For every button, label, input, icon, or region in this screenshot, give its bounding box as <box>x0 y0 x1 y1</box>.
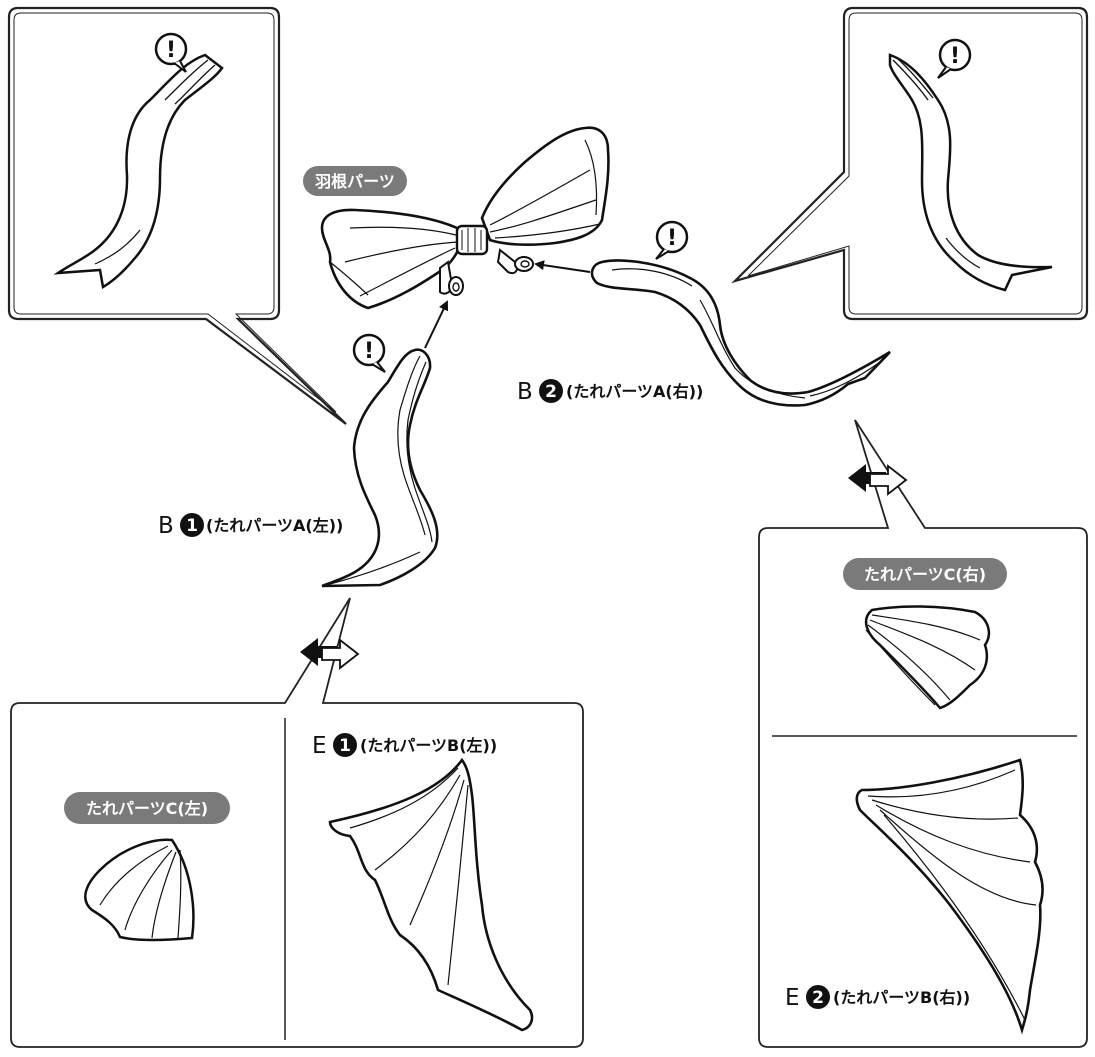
svg-text:!: ! <box>364 339 374 364</box>
insert-arrow-right <box>536 264 590 272</box>
insert-arrow-left <box>425 302 447 348</box>
callout-top-left: ! <box>9 8 346 424</box>
svg-text:E: E <box>312 733 327 759</box>
wing-parts <box>322 128 608 308</box>
svg-text:たれパーツC(左): たれパーツC(左) <box>86 799 208 818</box>
svg-text:たれパーツC(右): たれパーツC(右) <box>864 565 986 584</box>
label-b1: B 1 (たれパーツA(左)) <box>158 513 343 539</box>
caution-icon: ! <box>354 335 385 372</box>
svg-text:羽根パーツ: 羽根パーツ <box>315 172 395 191</box>
callout-top-right: ! <box>735 8 1087 319</box>
svg-text:B: B <box>517 379 533 405</box>
svg-text:(たれパーツB(右)): (たれパーツB(右)) <box>833 988 970 1007</box>
strap-part-left <box>322 350 437 586</box>
wing-parts-label: 羽根パーツ <box>303 166 407 196</box>
label-b2: B 2 (たれパーツA(右)) <box>517 379 703 405</box>
part-c-right-label: たれパーツC(右) <box>843 558 1007 590</box>
part-c-left-label: たれパーツC(左) <box>64 792 230 824</box>
svg-text:E: E <box>785 985 800 1011</box>
svg-text:B: B <box>158 513 174 539</box>
svg-text:(たれパーツB(左)): (たれパーツB(左)) <box>360 736 497 755</box>
svg-text:2: 2 <box>545 382 557 402</box>
svg-text:(たれパーツA(左)): (たれパーツA(左)) <box>206 516 343 535</box>
svg-text:!: ! <box>166 38 176 63</box>
svg-text:!: ! <box>950 44 960 69</box>
svg-text:2: 2 <box>812 988 824 1008</box>
svg-text:1: 1 <box>339 736 351 756</box>
caution-icon: ! <box>656 222 687 259</box>
svg-text:!: ! <box>667 226 677 251</box>
svg-text:1: 1 <box>186 516 198 536</box>
svg-text:(たれパーツA(右)): (たれパーツA(右)) <box>566 382 703 401</box>
callout-bottom-right <box>759 420 1087 1047</box>
